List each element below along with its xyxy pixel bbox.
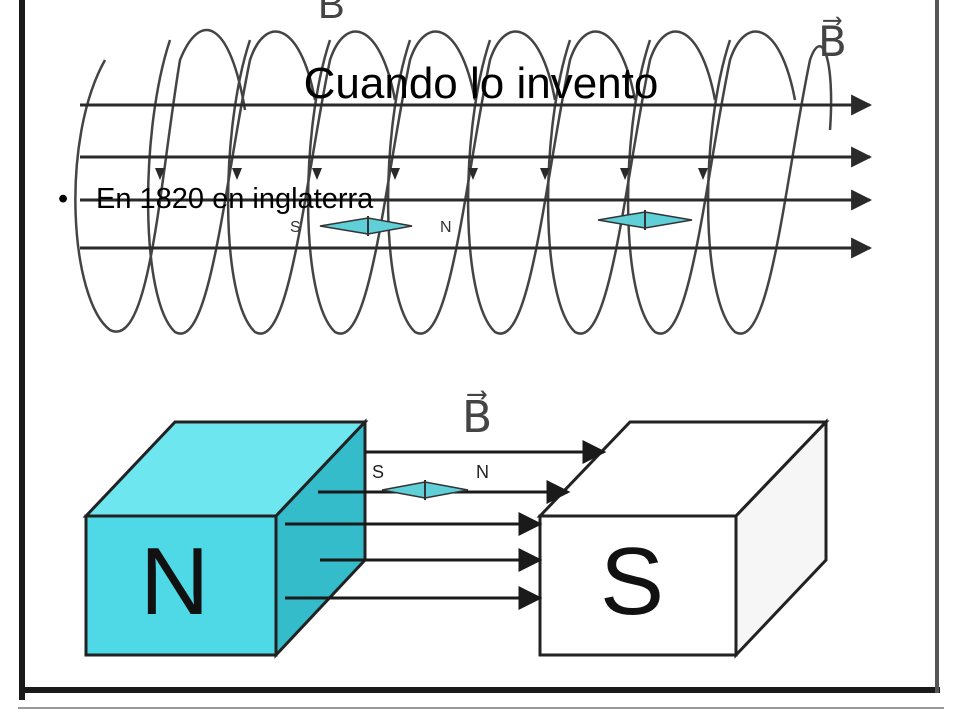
solenoid-field-lines [80, 94, 873, 259]
bullet-item: • En 1820 en inglaterra [58, 182, 373, 217]
solenoid-compass-n-label: N [440, 219, 452, 236]
solenoid-compass-s-label: S [290, 219, 301, 236]
bullet-dot: • [58, 183, 69, 215]
magnet-compass-n-label: N [476, 462, 489, 482]
solenoid-coils [74, 29, 833, 335]
bullet-list: • En 1820 en inglaterra [58, 182, 373, 217]
magnet-field-lines [285, 440, 607, 610]
south-magnet: S [536, 418, 830, 659]
solenoid-compass-2 [597, 210, 693, 230]
solenoid-compass-1: S N [290, 216, 452, 236]
figure-frame [18, 0, 944, 709]
north-magnet: N [82, 418, 369, 659]
solenoid-field-vector-label: B⃗ [818, 15, 847, 65]
magnet-field-vector-label: B⃗ [462, 390, 492, 442]
magnet-compass-s-label: S [372, 462, 384, 482]
solenoid-field-label: B [318, 0, 345, 27]
slide-title: Cuando lo invento [303, 59, 659, 108]
north-pole-label: N [140, 528, 209, 635]
current-arrows [155, 168, 708, 180]
bullet-text: En 1820 en inglaterra [96, 183, 374, 215]
south-pole-label: S [600, 528, 664, 635]
magnet-compass: S N [372, 462, 489, 500]
